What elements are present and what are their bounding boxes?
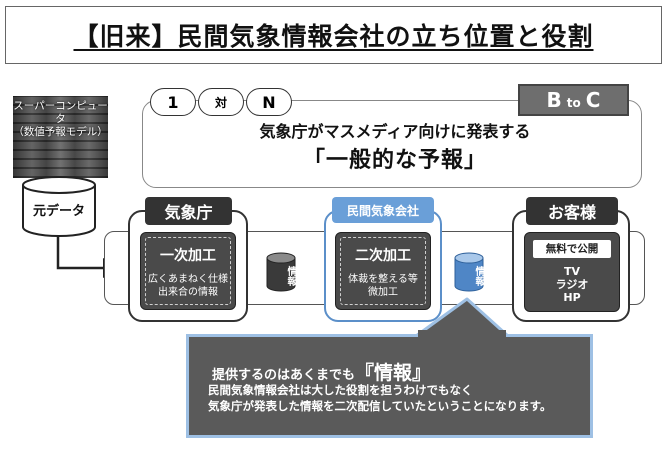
customer-header: お客様 bbox=[526, 197, 618, 225]
info-cylinder-blue-icon bbox=[454, 252, 484, 292]
free-publish-label: 無料で公開 bbox=[533, 240, 611, 258]
supercomputer-label-line2: （数値予報モデル） bbox=[13, 126, 108, 138]
jma-process-desc-line1: 広くあまねく仕様 bbox=[148, 274, 228, 285]
callout-join bbox=[418, 330, 506, 340]
callout-body-line2: 気象庁が発表した情報を二次配信していたということになります。 bbox=[208, 399, 552, 413]
info-cylinder-icon bbox=[266, 252, 296, 292]
channel-tv: TV bbox=[563, 265, 581, 278]
ratio-versus-pill: 対 bbox=[198, 88, 244, 116]
ratio-one-pill: 1 bbox=[150, 88, 196, 116]
raw-data-label: 元データ bbox=[32, 204, 85, 219]
callout-heading-prefix: 提供するのはあくまでも bbox=[212, 368, 356, 383]
page-title-text: 【旧来】民間気象情報会社の立ち位置と役割 bbox=[73, 22, 594, 51]
jma-process-desc-line2: 出来合の情報 bbox=[158, 287, 218, 298]
customer-channel-box: 無料で公開 TV ラジオ HP bbox=[524, 232, 620, 312]
private-company-header: 民間気象会社 bbox=[332, 197, 434, 223]
callout-body: 民間気象情報会社は大した役割を担うわけでもなく 気象庁が発表した情報を二次配信し… bbox=[208, 382, 588, 414]
database-icon bbox=[22, 176, 96, 237]
supercomputer-image: スーパーコンピュータ （数値予報モデル） bbox=[13, 96, 108, 178]
callout-heading-emphasis: 『情報』 bbox=[355, 362, 432, 384]
general-forecast-label: 「一般的な予報」 bbox=[302, 148, 487, 173]
supercomputer-label-line1: スーパーコンピュータ bbox=[13, 100, 108, 125]
supercomputer-label: スーパーコンピュータ （数値予報モデル） bbox=[13, 100, 108, 139]
private-process-title: 二次加工 bbox=[355, 248, 411, 264]
info-label-1: 情報 bbox=[285, 266, 296, 286]
private-process-desc-line2: 微加工 bbox=[368, 287, 398, 298]
channel-radio: ラジオ bbox=[555, 278, 589, 291]
btoc-b: B bbox=[546, 88, 562, 112]
callout-body-line1: 民間気象情報会社は大した役割を担うわけでもなく bbox=[208, 383, 473, 397]
info-label-2: 情報 bbox=[473, 266, 484, 286]
callout-box bbox=[186, 334, 593, 438]
btoc-to: to bbox=[566, 96, 581, 110]
page-title: 【旧来】民間気象情報会社の立ち位置と役割 bbox=[5, 6, 662, 64]
ratio-n-pill: N bbox=[246, 88, 292, 116]
private-process-desc-line1: 体裁を整える等 bbox=[348, 274, 418, 285]
jma-process-title: 一次加工 bbox=[160, 248, 216, 264]
btoc-badge: B to C bbox=[518, 84, 629, 116]
callout-heading: 提供するのはあくまでも『情報』 bbox=[212, 358, 431, 385]
private-process-box: 二次加工 体裁を整える等 微加工 bbox=[335, 232, 431, 310]
btoc-c: C bbox=[585, 88, 601, 112]
jma-process-box: 一次加工 広くあまねく仕様 出来合の情報 bbox=[140, 232, 236, 310]
jma-header: 気象庁 bbox=[145, 197, 232, 225]
mass-media-description: 気象庁がマスメディア向けに発表する bbox=[259, 122, 531, 141]
channel-hp: HP bbox=[563, 291, 581, 304]
raw-to-jma-arrow bbox=[56, 236, 123, 278]
